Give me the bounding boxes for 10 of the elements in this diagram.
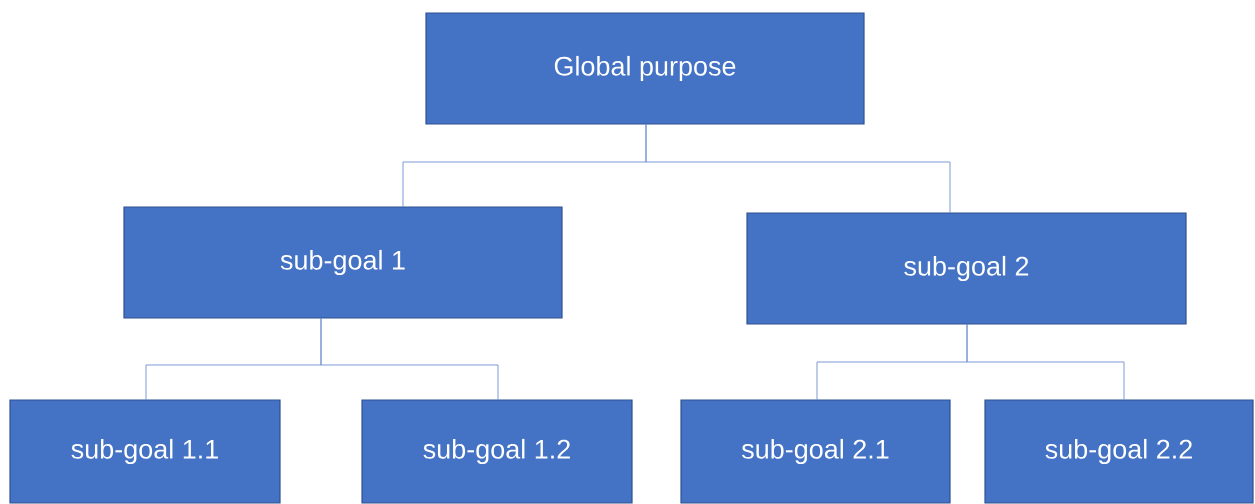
goal-box: sub-goal 2.1 xyxy=(680,399,951,504)
connector-line xyxy=(966,323,1125,401)
goal-box: sub-goal 2.2 xyxy=(984,399,1254,504)
connector-line xyxy=(645,123,951,214)
goal-box: sub-goal 1.1 xyxy=(9,399,281,504)
connector-line xyxy=(320,317,499,401)
goal-box: Global purpose xyxy=(425,12,865,125)
goal-box: sub-goal 1.2 xyxy=(361,399,633,504)
goal-box: sub-goal 1 xyxy=(123,206,563,319)
goal-box: sub-goal 2 xyxy=(746,212,1187,325)
